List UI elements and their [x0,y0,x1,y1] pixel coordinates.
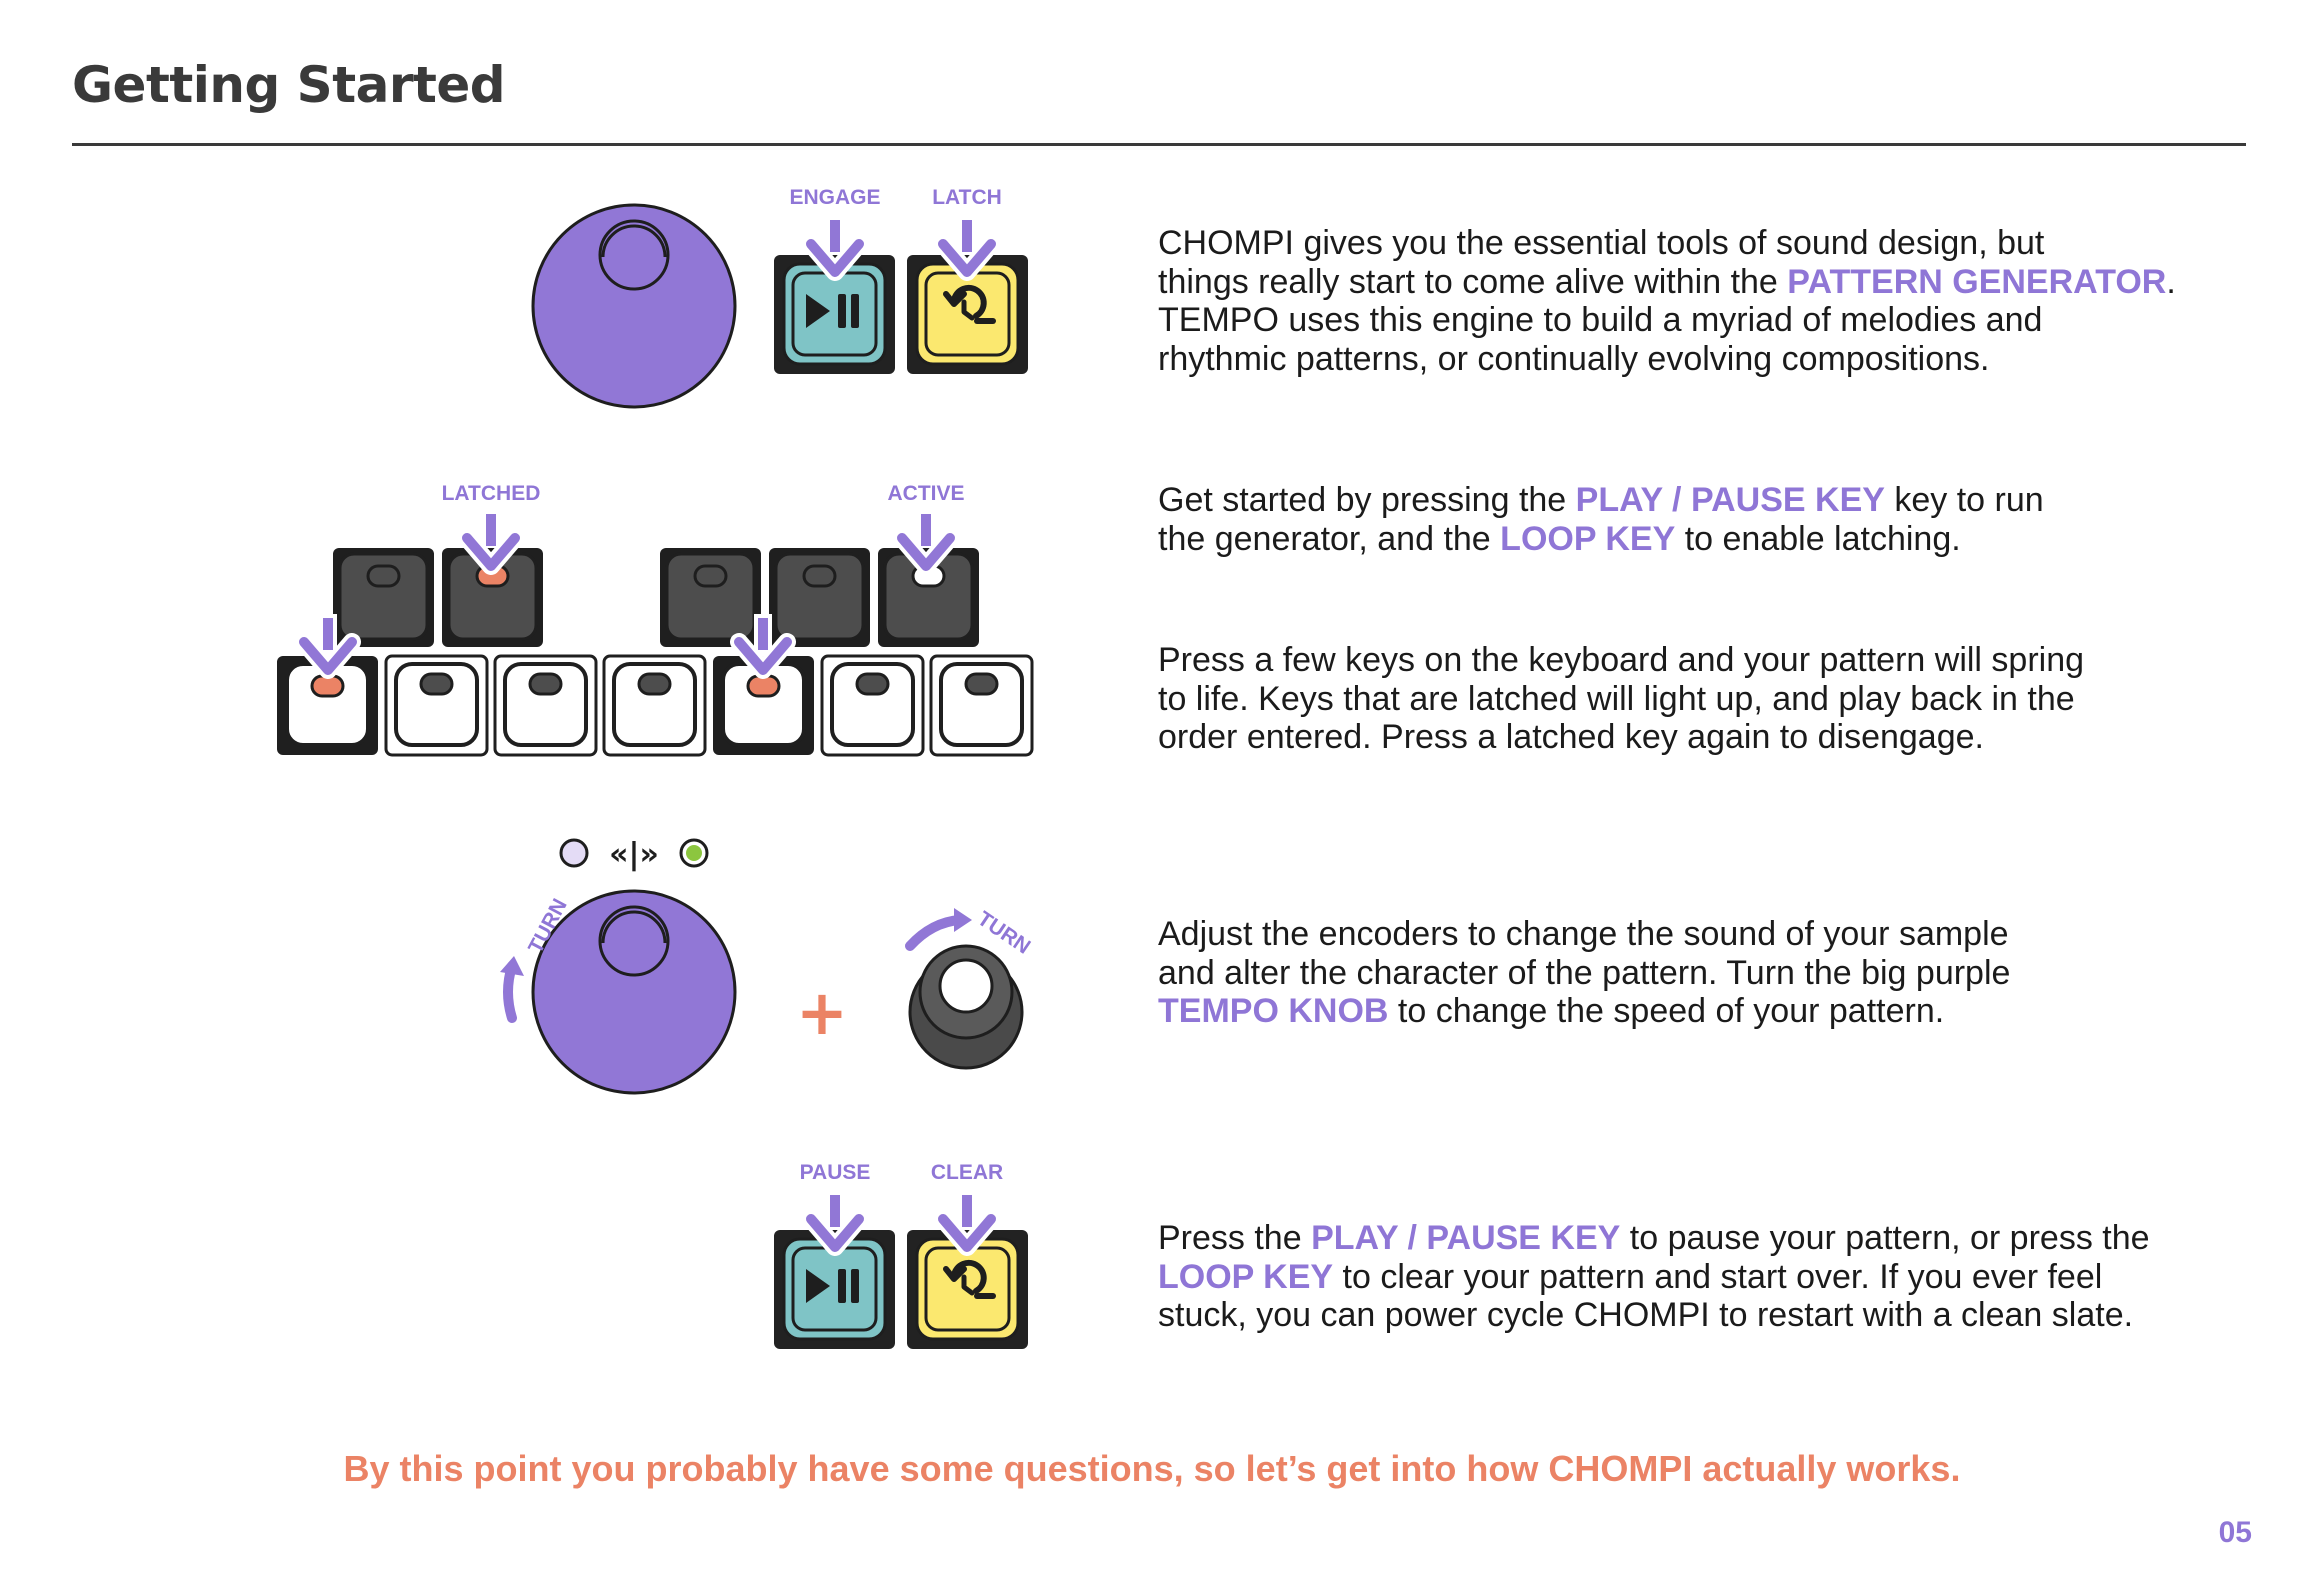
header-divider [72,143,2246,146]
direction-icon: «|» [609,837,659,872]
play-pause-key [774,1230,895,1349]
tempo-knob [531,889,737,1095]
tempo-knob [531,203,737,409]
arrow-down-icon [811,1191,859,1247]
arrow-down-icon [811,216,859,272]
keyboard-illustration [277,546,1034,757]
arrow-down-icon [467,510,515,566]
small-encoder [908,944,1024,1070]
tempo-knob-term: TEMPO KNOB [1158,992,1389,1030]
play-loop-paragraph: Get started by pressing the PLAY / PAUSE… [1158,481,2044,558]
arrow-down-icon [902,510,950,566]
play-pause-key-term: PLAY / PAUSE KEY [1311,1219,1621,1257]
play-pause-key-term: PLAY / PAUSE KEY [1575,481,1885,519]
page-title: Getting Started [72,56,506,114]
active-label: ACTIVE [887,482,964,505]
page-number: 05 [2218,1516,2252,1549]
engage-label: ENGAGE [789,186,880,209]
loop-key-term: LOOP KEY [1158,1257,1334,1296]
turn-arrow-icon [905,915,965,951]
latched-label: LATCHED [442,482,541,505]
arrow-down-icon [943,1191,991,1247]
pause-clear-paragraph: Press the PLAY / PAUSE KEY to pause your… [1158,1219,2150,1334]
keyboard-paragraph: Press a few keys on the keyboard and you… [1158,641,2085,756]
arrow-down-icon [943,216,991,272]
loop-key [907,1230,1028,1349]
led-off-icon [559,838,589,868]
plus-icon: + [796,976,848,1049]
play-pause-key [774,255,895,374]
loop-key [907,255,1028,374]
closing-line: By this point you probably have some que… [343,1448,1961,1489]
pattern-generator-term: PATTERN GENERATOR [1787,262,2167,301]
intro-paragraph: CHOMPI gives you the essential tools of … [1158,224,2176,378]
clear-label: CLEAR [931,1161,1003,1184]
latch-label: LATCH [932,186,1002,209]
loop-key-term: LOOP KEY [1500,519,1676,558]
encoder-paragraph: Adjust the encoders to change the sound … [1158,915,2011,1030]
pause-label: PAUSE [800,1161,871,1184]
